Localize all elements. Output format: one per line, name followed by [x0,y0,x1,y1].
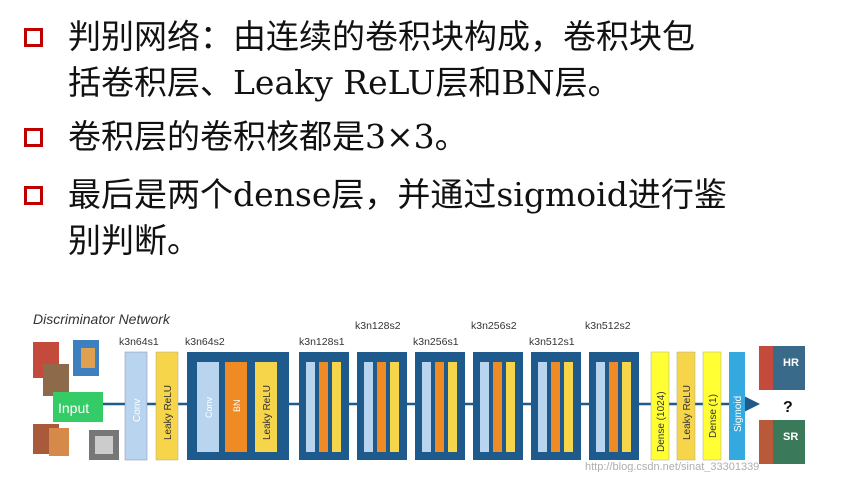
bn-stripe [493,362,502,452]
label-block1: k3n64s2 [185,336,225,348]
leaky-relu-stripe [390,362,399,452]
bn-stripe [551,362,560,452]
conv-stripe [364,362,373,452]
dense-1024-label: Dense (1024) [656,391,667,452]
bullet-2-line-1: 卷积层的卷积核都是3×3。 [68,117,468,156]
leaky-relu-final-layer [676,351,696,461]
bullet-square-icon [24,28,43,47]
sigmoid-layer [729,352,745,460]
diagram-title: Discriminator Network [33,311,171,327]
block1-conv-layer [197,362,219,452]
block1-bn-layer [225,362,247,452]
leaky-relu-final-label: Leaky ReLU [682,385,693,440]
input-label: Input [58,400,89,416]
bullet-3: 最后是两个dense层，并通过sigmoid进行鉴 别判断。 [18,172,838,268]
hr-label: HR [783,357,799,369]
conv-stripe [538,362,547,452]
dense-1-label: Dense (1) [708,394,719,438]
label-b2: k3n128s1 [299,336,345,348]
bullet-3-line-1: 最后是两个dense层，并通过sigmoid进行鉴 [68,175,727,214]
bn-stripe [435,362,444,452]
block1-leaky-label: Leaky ReLU [262,385,273,440]
question-mark: ? [783,399,793,416]
leaky-relu-layer [155,351,179,461]
sigmoid-label: Sigmoid [733,396,744,432]
block1-bn-label: BN [232,399,242,412]
compact-conv-blocks [299,352,639,460]
watermark: http://blog.csdn.net/sinat_33301339 [585,461,759,472]
bn-stripe [319,362,328,452]
bullet-2: 卷积层的卷积核都是3×3。 [18,114,838,164]
bn-stripe [609,362,618,452]
conv-layer-label: Conv [132,399,143,422]
conv-layer [124,351,148,461]
label-b5: k3n256s2 [471,320,517,332]
conv-stripe [596,362,605,452]
leaky-relu-stripe [564,362,573,452]
bullet-3-line-2: 别判断。 [68,221,200,260]
conv-stripe [306,362,315,452]
input-images [33,340,119,460]
bullet-square-icon [24,128,43,147]
label-b4: k3n256s1 [413,336,459,348]
discriminator-network-diagram: Discriminator Network Input k3n64s1 Conv… [33,311,805,472]
bullet-1: 判别网络：由连续的卷积块构成，卷积块包 括卷积层、Leaky ReLU层和BN层… [18,14,838,110]
leaky-relu-stripe [448,362,457,452]
label-b7: k3n512s2 [585,320,631,332]
bullet-square-icon [24,186,43,205]
label-first: k3n64s1 [119,336,159,348]
block1-conv-label: Conv [204,396,214,418]
sr-label: SR [783,431,798,443]
bullet-1-line-2: 括卷积层、Leaky ReLU层和BN层。 [68,63,621,102]
label-b3: k3n128s2 [355,320,401,332]
block1-leaky-layer [255,362,277,452]
leaky-relu-stripe [622,362,631,452]
bullet-1-line-1: 判别网络：由连续的卷积块构成，卷积块包 [68,17,695,56]
dense-1024-layer [650,351,670,461]
conv-stripe [422,362,431,452]
bn-stripe [377,362,386,452]
input-box [53,392,103,422]
label-b6: k3n512s1 [529,336,575,348]
leaky-relu-layer-label: Leaky ReLU [163,385,174,440]
conv-stripe [480,362,489,452]
leaky-relu-stripe [332,362,341,452]
leaky-relu-stripe [506,362,515,452]
dense-1-layer [702,351,722,461]
